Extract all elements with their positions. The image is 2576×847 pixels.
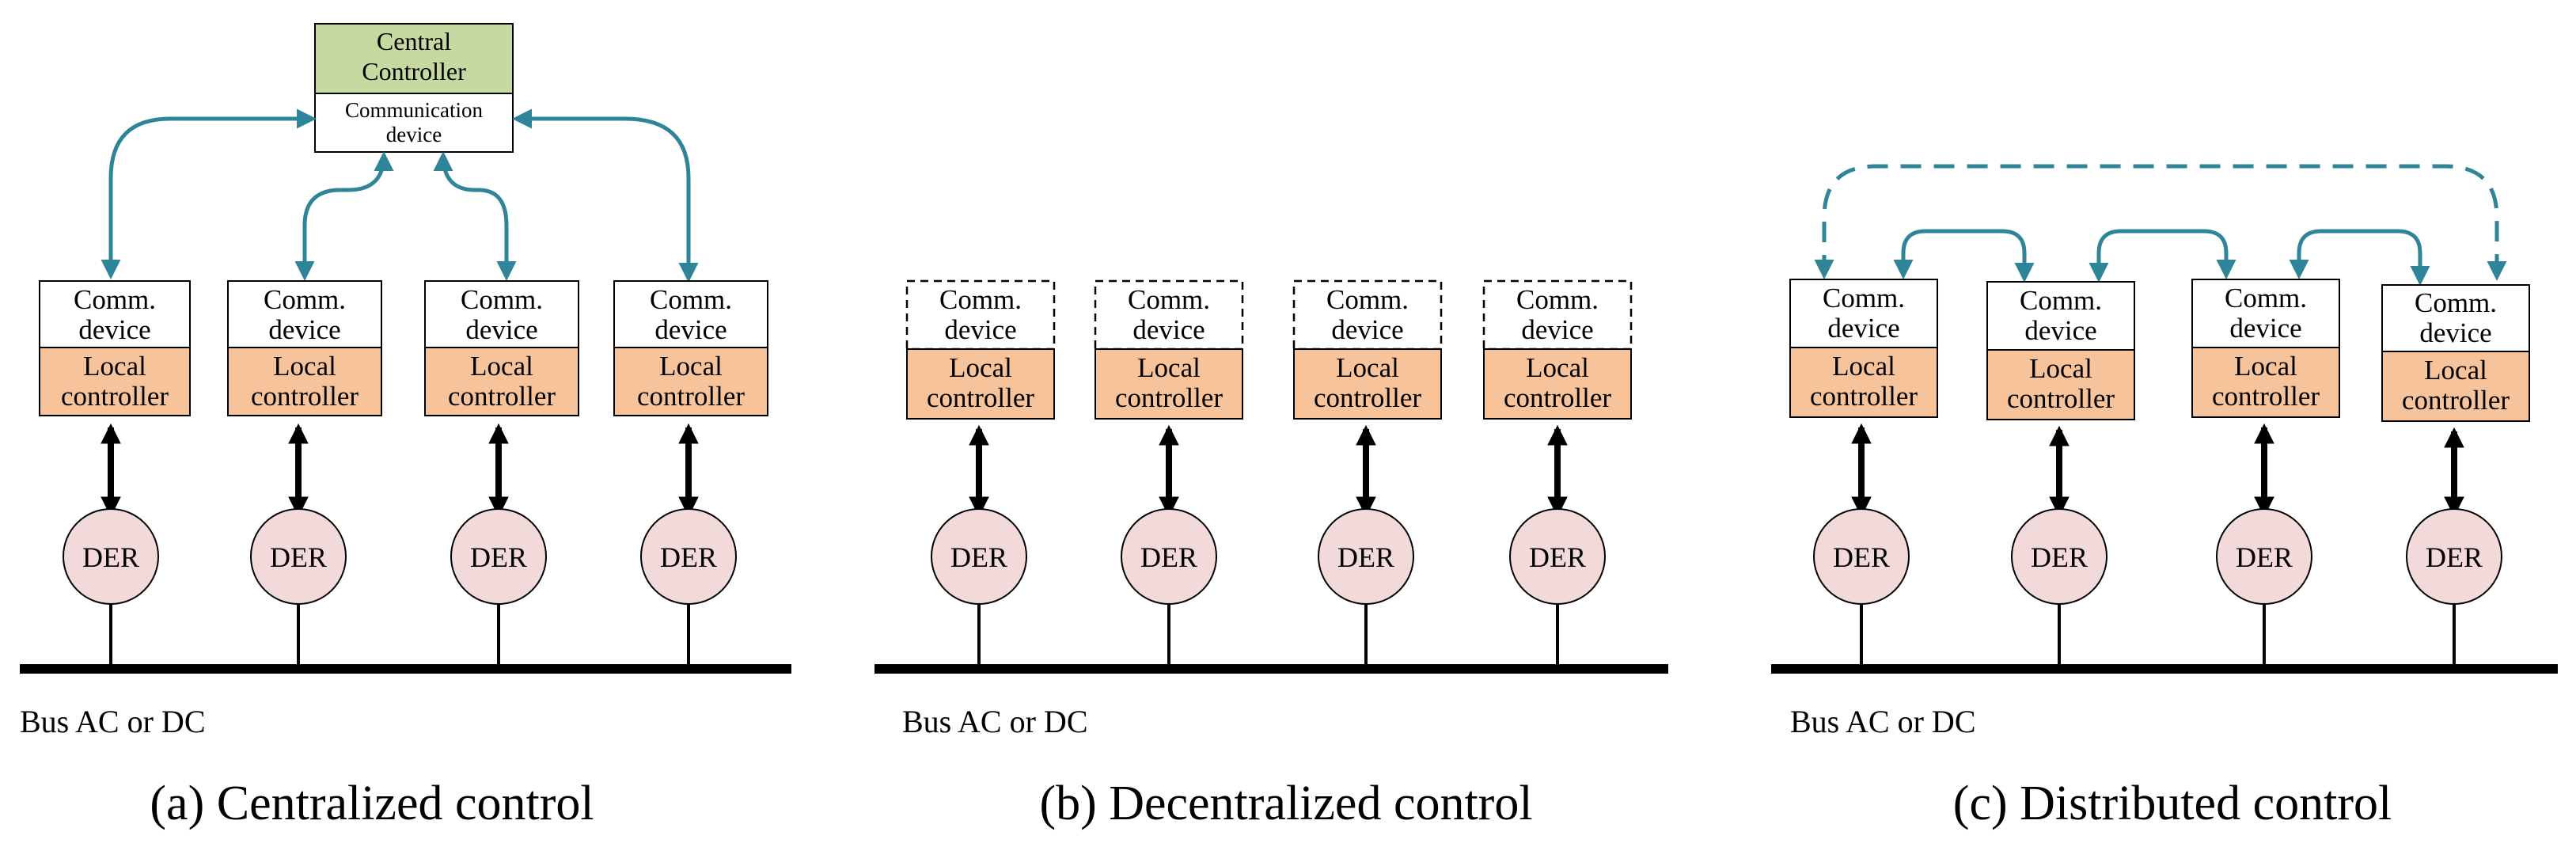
bus-label: Bus AC or DC (902, 704, 1088, 739)
panel-centralized: Central Controller Communication device … (20, 23, 791, 830)
local-label-1: Local (1336, 352, 1399, 383)
der-label: DER (1337, 541, 1394, 573)
comm-label-1: Comm. (939, 284, 1022, 315)
link-a2 (294, 151, 394, 281)
comm-label-1: Comm. (1128, 284, 1210, 315)
central-title-1: Central (377, 27, 451, 55)
central-title-2: Controller (362, 57, 466, 85)
local-label-1: Local (949, 352, 1012, 383)
local-label-1: Local (1137, 352, 1201, 383)
central-comm-2: device (386, 123, 442, 146)
link-a4 (512, 108, 699, 283)
der-label: DER (2426, 541, 2483, 573)
local-label-2: controller (1504, 382, 1611, 413)
comm-label-1: Comm. (2020, 285, 2102, 316)
comm-label-2: device (2229, 313, 2301, 344)
unit-a2: Comm. device Local controller DER (227, 280, 382, 669)
local-label-1: Local (1832, 351, 1895, 382)
unit-c2: Comm. device Local controller DER (1986, 281, 2135, 669)
unit-b3: Comm. device Local controller DER (1292, 279, 1443, 669)
unit-a4: Comm. device Local controller DER (613, 280, 768, 669)
local-label-2: controller (61, 381, 169, 412)
der-label: DER (1529, 541, 1586, 573)
der-label: DER (1140, 541, 1197, 573)
unit-b4: Comm. device Local controller DER (1482, 279, 1633, 669)
unit-a3: Comm. device Local controller DER (424, 280, 579, 669)
panel-distributed: Comm. device Local controller DER Comm. … (1771, 164, 2558, 830)
der-label: DER (82, 541, 139, 573)
comm-label-1: Comm. (1823, 283, 1905, 313)
der-label: DER (2236, 541, 2293, 573)
local-label-1: Local (2029, 353, 2092, 384)
comm-label-1: Comm. (2225, 283, 2307, 313)
link-c-dashed (1814, 164, 2507, 281)
unit-b1: Comm. device Local controller DER (905, 279, 1056, 669)
comm-label-1: Comm. (1516, 284, 1599, 315)
central-links (101, 108, 699, 283)
der-label: DER (1833, 541, 1890, 573)
neighbor-links (1893, 229, 2430, 286)
comm-label-1: Comm. (1326, 284, 1409, 315)
local-label-2: controller (2212, 381, 2320, 412)
local-label-2: controller (2402, 385, 2510, 416)
link-a3 (433, 151, 517, 281)
unit-a1: Comm. device Local controller DER (39, 280, 191, 669)
comm-label-1: Comm. (264, 284, 346, 315)
der-label: DER (950, 541, 1007, 573)
local-label-1: Local (273, 351, 336, 382)
local-label-1: Local (470, 351, 533, 382)
local-label-2: controller (1115, 382, 1223, 413)
bus-label: Bus AC or DC (1790, 704, 1976, 739)
local-label-2: controller (1810, 381, 1918, 412)
comm-label-1: Comm. (2415, 287, 2497, 318)
unit-c1: Comm. device Local controller DER (1789, 279, 1938, 669)
comm-label-2: device (1132, 314, 1205, 345)
caption-b: (b) Decentralized control (1039, 777, 1532, 830)
unit-b2: Comm. device Local controller DER (1094, 279, 1244, 669)
local-label-1: Local (83, 351, 146, 382)
der-label: DER (660, 541, 717, 573)
comm-label-1: Comm. (650, 284, 732, 315)
comm-label-2: device (1827, 313, 1899, 344)
der-label: DER (2031, 541, 2088, 573)
local-label-2: controller (1314, 382, 1421, 413)
local-label-2: controller (448, 381, 556, 412)
comm-label-2: device (2419, 317, 2491, 348)
local-label-2: controller (2007, 383, 2115, 414)
local-label-1: Local (1526, 352, 1589, 383)
comm-label-2: device (2024, 315, 2096, 346)
link-c12 (1893, 229, 2035, 283)
comm-label-2: device (268, 314, 340, 345)
comm-label-1: Comm. (461, 284, 543, 315)
link-c23 (2088, 229, 2236, 283)
unit-c4: Comm. device Local controller DER (2381, 284, 2530, 669)
caption-c: (c) Distributed control (1953, 777, 2392, 830)
link-c34 (2289, 229, 2430, 286)
caption-a: (a) Centralized control (150, 777, 594, 830)
comm-label-2: device (465, 314, 537, 345)
der-label: DER (470, 541, 527, 573)
local-label-2: controller (637, 381, 745, 412)
unit-c3: Comm. device Local controller DER (2191, 279, 2340, 669)
comm-label-2: device (1521, 314, 1593, 345)
comm-label-2: device (944, 314, 1016, 345)
central-controller: Central Controller Communication device (314, 23, 514, 153)
local-label-1: Local (659, 351, 723, 382)
der-label: DER (270, 541, 327, 573)
comm-label-2: device (78, 314, 150, 345)
panel-decentralized: Comm. device Local controller DER Comm. … (874, 279, 1668, 830)
local-label-1: Local (2234, 351, 2297, 382)
comm-label-2: device (654, 314, 727, 345)
comm-label-2: device (1331, 314, 1403, 345)
bus-label: Bus AC or DC (20, 704, 206, 739)
local-label-2: controller (927, 382, 1034, 413)
local-label-2: controller (251, 381, 359, 412)
comm-label-1: Comm. (74, 284, 156, 315)
link-a1 (101, 108, 317, 279)
local-label-1: Local (2424, 355, 2487, 386)
central-comm-1: Communication (345, 98, 483, 122)
